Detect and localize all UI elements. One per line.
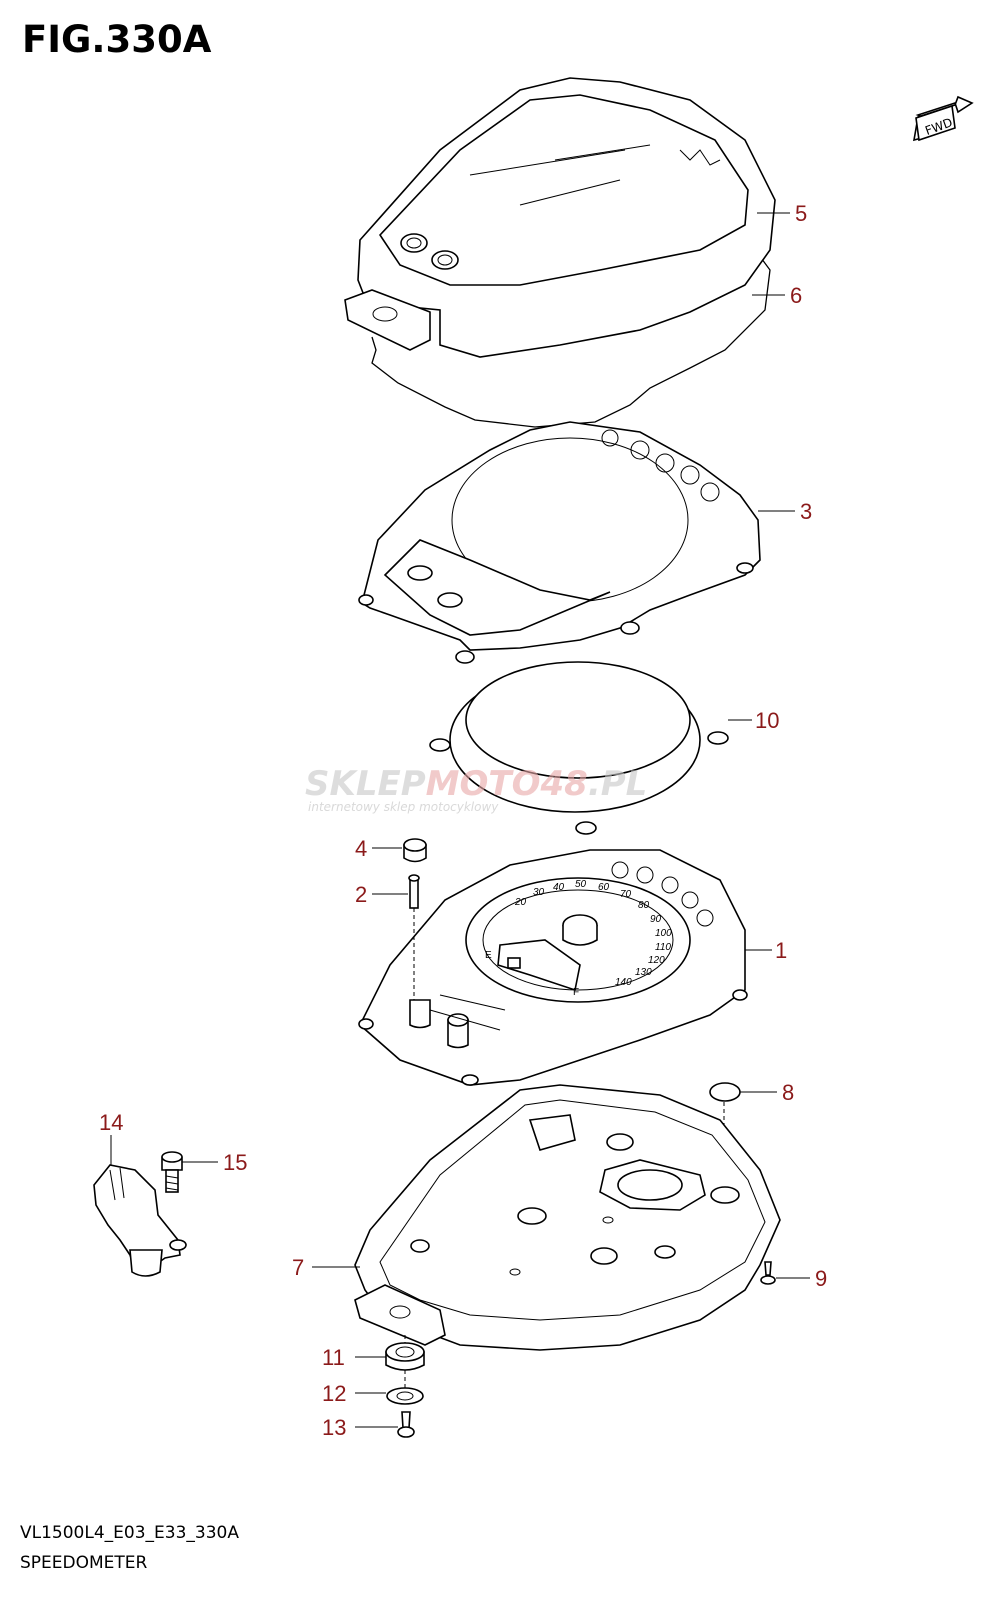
callout-12: 12 bbox=[322, 1381, 386, 1406]
svg-text:10: 10 bbox=[755, 708, 779, 733]
watermark: SKLEPMOTO48.PL internetowy sklep motocyk… bbox=[305, 764, 647, 814]
svg-text:15: 15 bbox=[223, 1150, 247, 1175]
pin-part bbox=[408, 874, 420, 1000]
svg-text:9: 9 bbox=[815, 1266, 827, 1291]
dial-label-90: 90 bbox=[650, 914, 662, 925]
watermark-brand-d: .PL bbox=[588, 764, 648, 804]
svg-text:13: 13 bbox=[322, 1415, 346, 1440]
dial-label-20: 20 bbox=[514, 897, 527, 908]
svg-text:12: 12 bbox=[322, 1381, 346, 1406]
speed-sensor-part bbox=[93, 1164, 187, 1277]
svg-text:3: 3 bbox=[800, 499, 812, 524]
dial-label-120: 120 bbox=[648, 955, 665, 966]
washer-part bbox=[386, 1387, 424, 1405]
watermark-tagline: internetowy sklep motocyklowy bbox=[308, 800, 499, 814]
dial-label-130: 130 bbox=[635, 967, 652, 978]
svg-text:SKLEPMOTO48.PL: SKLEPMOTO48.PL bbox=[305, 764, 647, 804]
cap-part bbox=[403, 838, 427, 863]
callout-2: 2 bbox=[355, 882, 408, 907]
ring-part bbox=[429, 661, 729, 835]
speedometer-assembly-part: 20 30 40 50 60 70 80 90 100 110 120 130 … bbox=[358, 849, 748, 1086]
callout-10: 10 bbox=[728, 708, 779, 733]
callout-7: 7 bbox=[292, 1255, 360, 1280]
dial-label-40: 40 bbox=[553, 882, 565, 893]
svg-text:5: 5 bbox=[795, 201, 807, 226]
dial-label-110: 110 bbox=[655, 942, 671, 953]
watermark-brand-b: MOTO bbox=[426, 764, 541, 804]
case-lower-part bbox=[354, 1084, 781, 1400]
callout-11: 11 bbox=[322, 1345, 386, 1370]
callout-14: 14 bbox=[99, 1110, 123, 1165]
dial-label-60: 60 bbox=[598, 882, 610, 893]
watermark-brand-c: 48 bbox=[540, 764, 588, 804]
dial-label-30: 30 bbox=[533, 887, 545, 898]
figure-name: SPEEDOMETER bbox=[20, 1553, 148, 1573]
callout-5: 5 bbox=[757, 201, 807, 226]
svg-text:7: 7 bbox=[292, 1255, 304, 1280]
dial-label-80: 80 bbox=[638, 900, 650, 911]
svg-text:1: 1 bbox=[775, 938, 787, 963]
callout-9: 9 bbox=[776, 1266, 827, 1291]
model-code: VL1500L4_E03_E33_330A bbox=[20, 1523, 239, 1543]
screw-part bbox=[760, 1261, 776, 1285]
callout-3: 3 bbox=[758, 499, 812, 524]
callout-15: 15 bbox=[182, 1150, 247, 1175]
callout-13: 13 bbox=[322, 1415, 398, 1440]
case-upper-part bbox=[358, 421, 761, 664]
svg-text:2: 2 bbox=[355, 882, 367, 907]
callout-1: 1 bbox=[745, 938, 787, 963]
watermark-brand-a: SKLEP bbox=[305, 764, 426, 804]
svg-text:14: 14 bbox=[99, 1110, 123, 1135]
dial-label-100: 100 bbox=[655, 928, 672, 939]
fwd-arrow-icon: FWD bbox=[912, 95, 974, 142]
svg-text:6: 6 bbox=[790, 283, 802, 308]
bolt-part bbox=[161, 1151, 183, 1193]
dial-label-140: 140 bbox=[615, 977, 632, 988]
svg-text:8: 8 bbox=[782, 1080, 794, 1105]
fuel-full-label: F bbox=[573, 987, 579, 998]
cushion-part bbox=[385, 1342, 425, 1371]
figure-title: FIG.330A bbox=[22, 18, 212, 61]
cover-part bbox=[344, 77, 776, 358]
screw-small-part bbox=[397, 1411, 415, 1438]
callout-4: 4 bbox=[355, 836, 402, 861]
dial-label-50: 50 bbox=[575, 879, 587, 890]
dial-label-70: 70 bbox=[620, 889, 632, 900]
callout-6: 6 bbox=[752, 283, 802, 308]
svg-text:4: 4 bbox=[355, 836, 367, 861]
svg-text:11: 11 bbox=[322, 1345, 345, 1370]
fuel-empty-label: E bbox=[485, 950, 492, 961]
callout-8: 8 bbox=[740, 1080, 794, 1105]
